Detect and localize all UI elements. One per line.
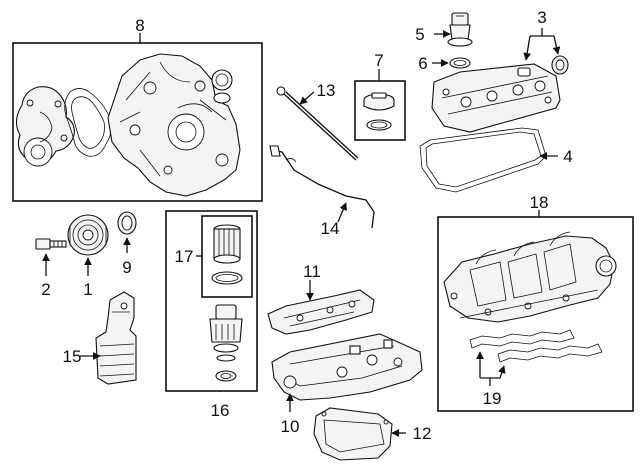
oil-drain-plug xyxy=(215,370,237,382)
front-crank-seal xyxy=(117,211,137,235)
dipstick-tube xyxy=(269,145,375,229)
pcv-valve xyxy=(447,12,473,47)
callout-16[interactable]: 16 xyxy=(211,401,230,420)
callout-5[interactable]: 5 xyxy=(415,25,424,44)
valve-cover-seal xyxy=(551,55,569,75)
water-pump xyxy=(15,86,75,167)
pcv-grommet xyxy=(449,57,471,69)
valve-cover-gasket xyxy=(419,127,547,193)
water-pump-gasket xyxy=(64,88,112,157)
callout-2[interactable]: 2 xyxy=(41,280,50,299)
oil-filler-cap xyxy=(363,92,395,111)
callout-13[interactable]: 13 xyxy=(317,81,336,100)
callout-15[interactable]: 15 xyxy=(63,347,82,366)
timing-cover-seal xyxy=(211,69,233,104)
intake-manifold-gaskets xyxy=(469,329,603,363)
intake-manifold-box xyxy=(437,216,634,412)
oil-filter-group: 17 16 xyxy=(165,210,258,420)
timing-cover-group: 8 xyxy=(12,16,263,202)
callout-7[interactable]: 7 xyxy=(374,51,383,70)
callout-1[interactable]: 1 xyxy=(83,280,92,299)
callout-14[interactable]: 14 xyxy=(321,219,340,238)
valve-cover xyxy=(431,63,561,133)
oil-filler-cap-box xyxy=(354,80,406,141)
callout-10[interactable]: 10 xyxy=(281,417,300,436)
callout-12[interactable]: 12 xyxy=(413,424,432,443)
pulley-bolt xyxy=(35,238,67,250)
callout-18[interactable]: 18 xyxy=(530,193,549,212)
oil-filter-element xyxy=(213,224,241,264)
callout-17[interactable]: 17 xyxy=(175,247,194,266)
oil-filler-cap-group: 7 xyxy=(354,51,406,141)
callout-19[interactable]: 19 xyxy=(483,389,502,408)
callout-3[interactable]: 3 xyxy=(537,8,546,27)
oil-filler-cap-gasket xyxy=(366,119,392,131)
lower-oil-pan xyxy=(313,407,393,461)
intake-manifold-group: 18 19 xyxy=(437,193,634,412)
upper-oil-pan xyxy=(271,333,423,401)
oil-filter-box xyxy=(165,210,258,392)
oil-filter-cap xyxy=(209,304,243,362)
callout-9[interactable]: 9 xyxy=(122,258,131,277)
oil-baffle xyxy=(267,289,375,335)
dipstick xyxy=(276,86,359,161)
oil-filter-oring xyxy=(211,271,243,285)
timing-cover xyxy=(107,53,241,197)
callout-11[interactable]: 11 xyxy=(303,262,321,281)
callout-8[interactable]: 8 xyxy=(135,16,144,35)
oil-filter-housing xyxy=(95,291,137,385)
callout-6[interactable]: 6 xyxy=(418,54,427,73)
callout-4[interactable]: 4 xyxy=(563,147,572,166)
timing-cover-box xyxy=(12,42,263,202)
crankshaft-pulley xyxy=(67,214,109,256)
intake-manifold xyxy=(443,231,617,323)
